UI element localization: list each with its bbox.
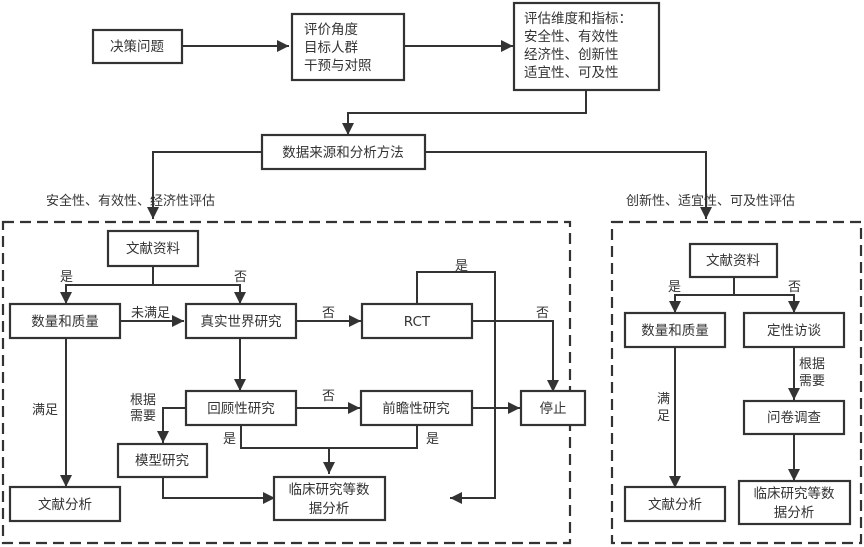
left-qq-text: 数量和质量: [31, 314, 99, 330]
label-retro-no: 否: [322, 389, 335, 404]
box-left-literature-analysis: [8, 485, 122, 523]
box-data-methods: [260, 133, 427, 171]
prospective-text: 前瞻性研究: [382, 400, 450, 417]
label-r-satisfied-1: 满: [657, 392, 670, 407]
arrow-rct-no: [472, 320, 559, 392]
label-lit-no: 否: [234, 270, 247, 285]
label-r-as-needed-1: 根据: [799, 357, 825, 372]
right-clinical-line-2: 据分析: [774, 505, 815, 521]
box-right-literature-analysis: [623, 485, 727, 523]
box-model-study: [116, 442, 209, 479]
arrow-methods-to-left: [147, 151, 262, 219]
box-stop: [519, 389, 587, 427]
box-right-clinical-analysis: [737, 479, 852, 526]
box-decision-problem: [91, 28, 184, 65]
arrow-rct-yes: [416, 271, 496, 504]
right-lit-analysis-text: 文献分析: [648, 497, 702, 513]
box-left-quantity-quality: [8, 302, 122, 340]
label-not-satisfied: 未满足: [131, 306, 170, 321]
label-as-needed-1: 根据: [130, 393, 156, 408]
box-real-world-study: [184, 302, 298, 340]
label-retro-yes: 是: [223, 432, 236, 447]
decision-problem-text: 决策问题: [110, 38, 164, 55]
label-satisfied: 满足: [32, 403, 58, 418]
left-group-container: [1, 220, 572, 545]
box-retrospective-study: [184, 389, 298, 427]
label-rw-no: 否: [322, 306, 335, 321]
questionnaire-text: 问卷调查: [767, 410, 821, 426]
arrow-methods-to-right: [425, 151, 712, 219]
label-r-satisfied-2: 足: [657, 409, 670, 424]
arrow-retro-as-needed: [157, 407, 185, 443]
dimensions-line-1: 评估维度和指标：: [524, 11, 632, 27]
left-clinical-line-2: 据分析: [309, 501, 350, 517]
perspective-line-2: 目标人群: [304, 40, 358, 56]
rct-text: RCT: [404, 314, 431, 330]
box-questionnaire: [742, 399, 846, 436]
arrow-dimensions-to-methods: [342, 90, 587, 135]
right-qq-text: 数量和质量: [641, 323, 709, 339]
box-left-literature: [106, 229, 200, 268]
label-rct-no: 否: [536, 306, 549, 321]
left-clinical-line-1: 临床研究等数: [289, 481, 370, 498]
real-world-text: 真实世界研究: [201, 314, 282, 330]
box-prospective-study: [359, 389, 474, 427]
interview-text: 定性访谈: [767, 323, 821, 339]
label-r-lit-no: 否: [788, 280, 801, 295]
label-prosp-yes: 是: [426, 432, 439, 447]
data-methods-text: 数据来源和分析方法: [282, 145, 404, 161]
box-right-quantity-quality: [623, 311, 727, 349]
dimensions-line-4: 适宜性、可及性: [524, 65, 619, 81]
model-study-text: 模型研究: [135, 453, 189, 469]
left-branch-label: 安全性、有效性、经济性评估: [46, 193, 215, 209]
dimensions-line-2: 安全性、有效性: [524, 28, 619, 45]
left-literature-text: 文献资料: [126, 241, 180, 257]
arrow-lit-yes: [60, 267, 154, 304]
right-literature-text: 文献资料: [706, 253, 760, 269]
line-retro-prosp-yes: [240, 425, 418, 449]
perspective-line-3: 干预与对照: [304, 58, 372, 74]
retrospective-text: 回顾性研究: [207, 401, 275, 417]
stop-text: 停止: [540, 400, 567, 417]
left-lit-analysis-text: 文献分析: [38, 497, 92, 513]
label-lit-yes: 是: [60, 270, 73, 285]
right-clinical-line-1: 临床研究等数: [754, 485, 835, 502]
box-qualitative-interview: [742, 311, 846, 349]
arrow-model-to-clinical: [162, 477, 275, 504]
label-r-as-needed-2: 需要: [799, 374, 825, 389]
box-left-clinical-analysis: [272, 475, 387, 522]
label-as-needed-2: 需要: [130, 409, 156, 424]
arrow-r-lit-no: [734, 294, 800, 313]
arrow-lit-no: [153, 284, 246, 304]
arrow-r-lit-yes: [669, 276, 735, 313]
right-branch-label: 创新性、适宜性、可及性评估: [626, 193, 795, 209]
right-group-container: [610, 220, 863, 545]
dimensions-line-3: 经济性、创新性: [524, 47, 619, 63]
box-right-literature: [688, 242, 779, 279]
box-rct: [360, 302, 474, 340]
box-dimensions: [512, 1, 661, 92]
label-rct-yes: 是: [455, 259, 468, 274]
perspective-line-1: 评价角度: [304, 22, 358, 38]
box-perspective: [290, 12, 406, 82]
label-r-lit-yes: 是: [668, 280, 681, 295]
